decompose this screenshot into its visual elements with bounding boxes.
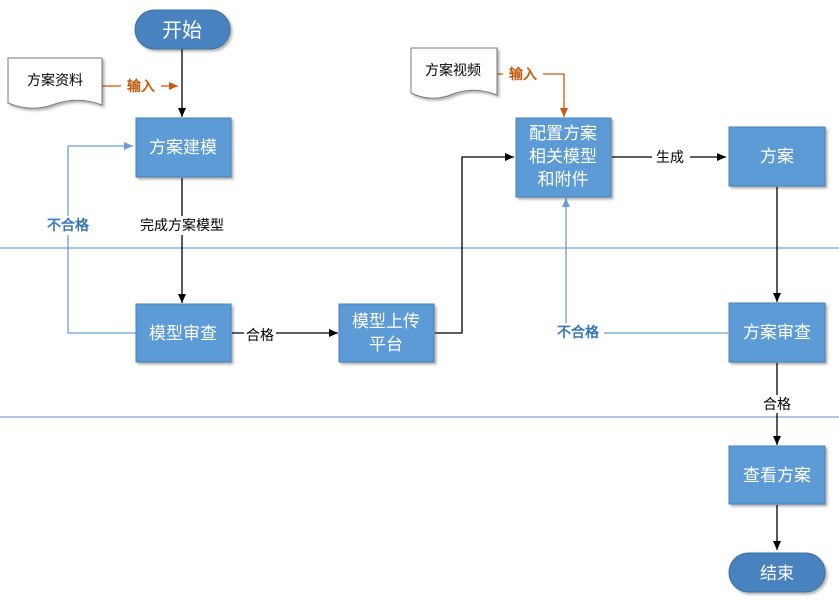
process-config-line2: 相关模型 — [529, 147, 597, 167]
process-config-line1: 配置方案 — [529, 124, 597, 144]
process-model-review: 模型审查 — [135, 303, 232, 363]
process-upload-platform: 模型上传 平台 — [338, 303, 435, 363]
label-input-1: 输入 — [127, 78, 155, 95]
process-modeling: 方案建模 — [135, 117, 232, 178]
arrow-plan-fail-loop — [562, 198, 728, 334]
label-pass-2: 合格 — [763, 397, 791, 413]
process-modeling-label: 方案建模 — [149, 138, 217, 158]
label-generate: 生成 — [656, 150, 684, 166]
process-config-line3: 和附件 — [538, 170, 589, 190]
process-config: 配置方案 相关模型 和附件 — [515, 117, 612, 198]
process-plan-review-label: 方案审查 — [743, 323, 811, 343]
process-model-review-label: 模型审查 — [149, 324, 217, 344]
start-label: 开始 — [162, 18, 202, 42]
label-fail-1: 不合格 — [47, 217, 90, 234]
doc-plan-video: 方案视频 — [410, 47, 498, 99]
process-plan-review: 方案审查 — [728, 302, 826, 363]
process-view-plan: 查看方案 — [728, 445, 826, 505]
label-pass-1: 合格 — [246, 328, 274, 344]
process-upload-line1: 模型上传 — [352, 312, 420, 332]
doc-plan-video-label: 方案视频 — [425, 62, 481, 79]
label-input-2: 输入 — [509, 66, 537, 83]
process-upload-line2: 平台 — [369, 335, 403, 355]
doc-plan-materials: 方案资料 — [7, 57, 103, 109]
process-plan-label: 方案 — [760, 147, 794, 167]
label-fail-2: 不合格 — [557, 324, 600, 341]
start-terminal: 开始 — [134, 9, 231, 50]
doc-plan-materials-label: 方案资料 — [27, 72, 83, 89]
process-plan: 方案 — [728, 126, 826, 187]
process-view-plan-label: 查看方案 — [743, 466, 811, 486]
arrow-review-fail-loop — [67, 142, 136, 334]
arrow-upload-to-config — [435, 153, 514, 334]
end-terminal: 结束 — [728, 552, 826, 593]
end-label: 结束 — [760, 564, 794, 584]
label-complete-model: 完成方案模型 — [140, 217, 224, 234]
